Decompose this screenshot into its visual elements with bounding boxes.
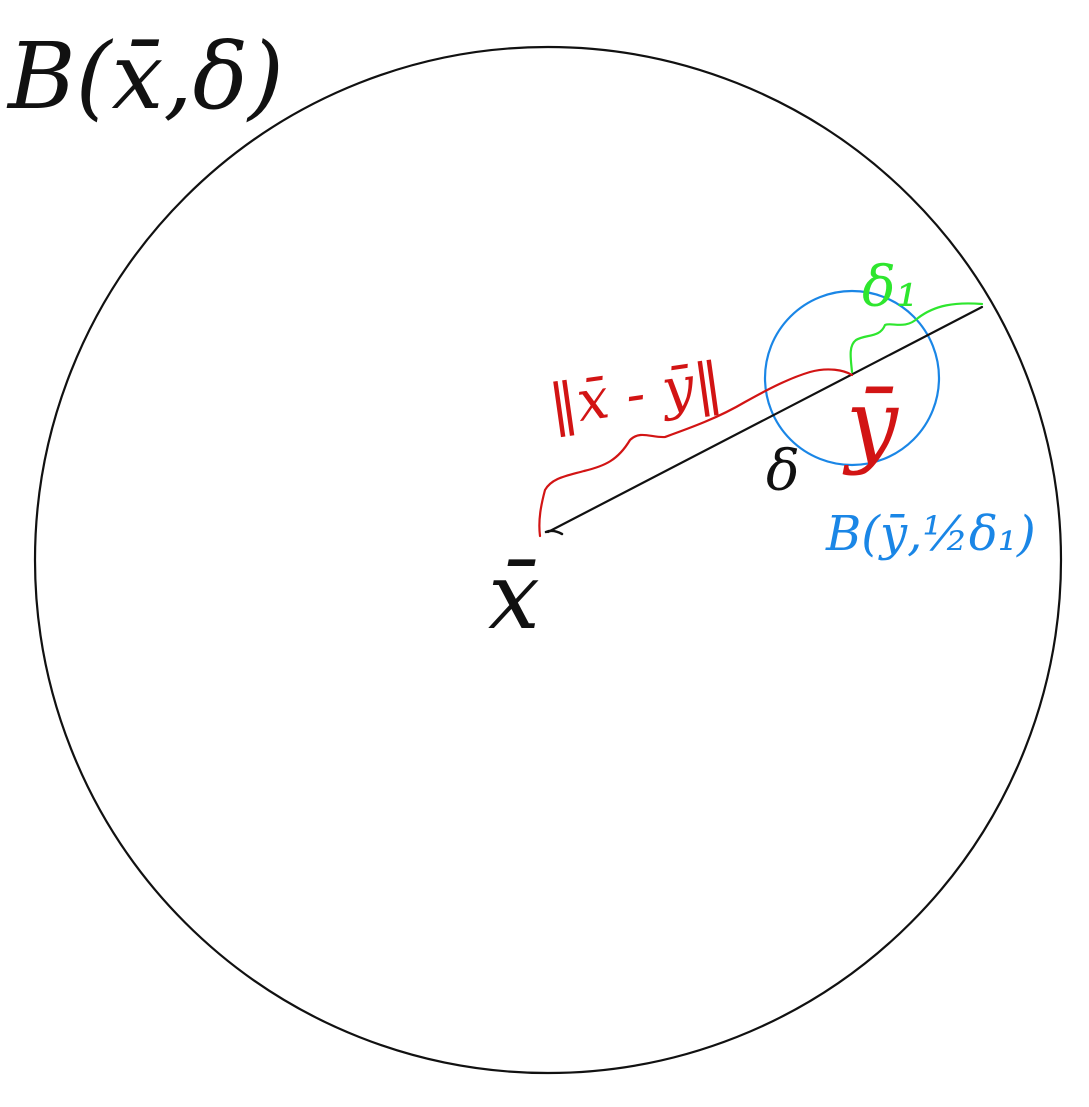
norm-label: ‖x̄ - ȳ‖ xyxy=(545,350,726,439)
big-ball-label: B(x̄,δ) xyxy=(6,23,284,130)
center-x-dot xyxy=(544,529,564,536)
small-ball-label: B(ȳ,½δ₁) xyxy=(825,506,1036,562)
big-ball-circle xyxy=(33,45,1063,1075)
delta-label: δ xyxy=(766,439,800,504)
delta1-brace xyxy=(849,302,984,374)
radius-line xyxy=(546,305,984,534)
small-ball-circle xyxy=(763,289,941,467)
norm-brace xyxy=(538,368,854,538)
center-x-label: x̄ xyxy=(488,543,540,650)
delta1-label: δ₁ xyxy=(862,255,918,320)
center-y-label: ȳ xyxy=(842,370,899,477)
